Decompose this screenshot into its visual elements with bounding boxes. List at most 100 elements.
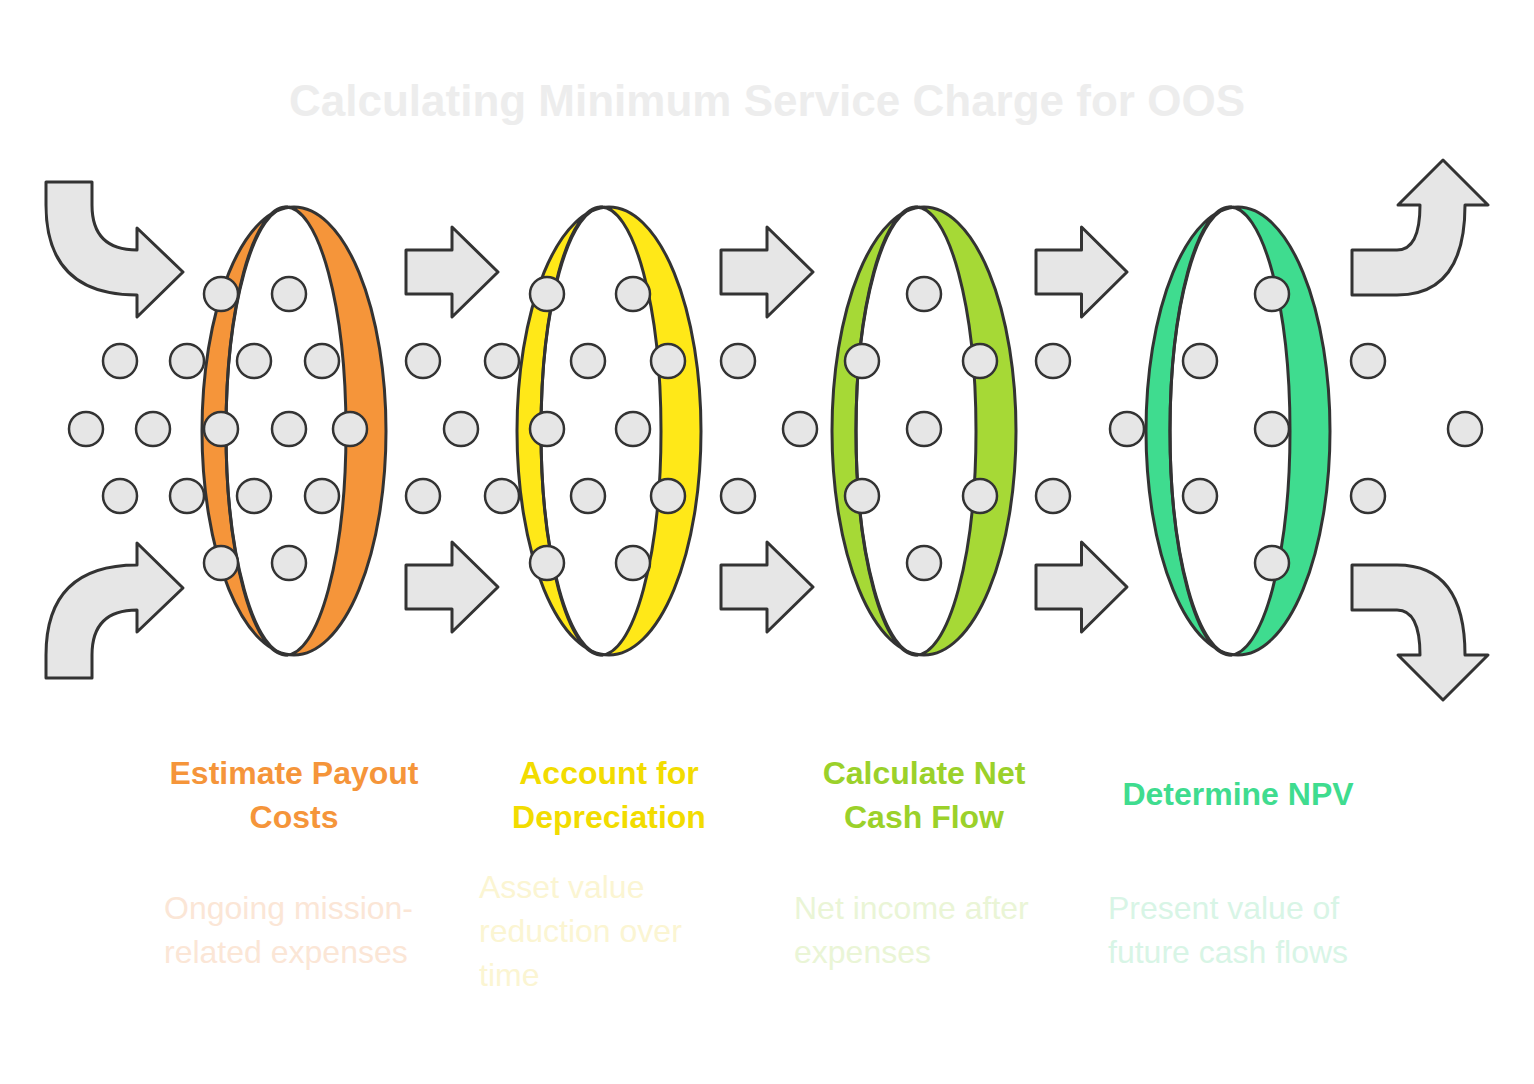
flow-dot: [237, 479, 271, 513]
flow-dot: [907, 277, 941, 311]
step-heading: Account for Depreciation: [474, 751, 744, 839]
curved-arrow: [46, 543, 183, 678]
flow-dot: [406, 479, 440, 513]
flow-dot: [1036, 479, 1070, 513]
block-arrow: [1036, 227, 1127, 317]
flow-dot: [406, 344, 440, 378]
flow-dot: [963, 344, 997, 378]
flow-dot: [616, 546, 650, 580]
step-description: Asset value reduction over time: [479, 865, 749, 997]
flow-dot: [1255, 412, 1289, 446]
step-description-box: Present value of future cash flows: [1108, 863, 1378, 997]
process-ring: Determine NPV Present value of future cas…: [1088, 205, 1388, 997]
ring-outline: [1144, 205, 1332, 657]
ring-rim: [1170, 207, 1232, 655]
flow-dot: [1183, 479, 1217, 513]
step-description: Net income after expenses: [794, 886, 1064, 974]
flow-dot: [721, 344, 755, 378]
step-description: Present value of future cash flows: [1108, 886, 1378, 974]
flow-dot: [721, 479, 755, 513]
flow-dot: [530, 546, 564, 580]
step-description-box: Net income after expenses: [794, 863, 1064, 997]
flow-dot: [204, 412, 238, 446]
flow-dot: [485, 344, 519, 378]
ring-band: [832, 207, 1016, 655]
flow-dot: [651, 344, 685, 378]
process-ring: Calculate Net Cash FlowNet income after …: [774, 205, 1074, 997]
flow-dot: [204, 546, 238, 580]
ring-band: [1146, 207, 1330, 655]
flow-dot: [1255, 277, 1289, 311]
flow-dot: [444, 412, 478, 446]
flow-dot: [1448, 412, 1482, 446]
flow-dot: [845, 344, 879, 378]
ring-rim: [541, 207, 603, 655]
curved-arrow: [46, 182, 183, 317]
block-arrow: [406, 542, 498, 632]
flow-dot: [571, 344, 605, 378]
flow-dot: [103, 344, 137, 378]
ring-outline: [515, 205, 703, 657]
flow-connector: [1036, 227, 1127, 632]
flow-connector: [721, 227, 813, 632]
step-heading-box: Determine NPV: [1088, 749, 1388, 839]
step-heading-box: Account for Depreciation: [459, 749, 759, 841]
flow-dot: [571, 479, 605, 513]
diagram-title: Calculating Minimum Service Charge for O…: [0, 76, 1534, 126]
flow-dot: [907, 412, 941, 446]
ring-outline: [830, 205, 1018, 657]
flow-connector: [406, 227, 498, 632]
flow-dot: [333, 412, 367, 446]
flow-dot: [530, 277, 564, 311]
flow-dot: [530, 412, 564, 446]
step-description: Ongoing mission-related expenses: [164, 886, 434, 974]
step-heading: Estimate Payout Costs: [159, 751, 429, 839]
flow-dot: [485, 479, 519, 513]
flow-dot: [1255, 546, 1289, 580]
curved-arrow: [1352, 565, 1488, 700]
ring-band: [517, 207, 701, 655]
flow-dot: [272, 546, 306, 580]
step-heading-box: Calculate Net Cash Flow: [774, 749, 1074, 841]
flow-dot: [1351, 344, 1385, 378]
flow-dot: [616, 412, 650, 446]
ring-band: [202, 207, 386, 655]
flow-dot: [305, 344, 339, 378]
flow-dot: [845, 479, 879, 513]
flow-dot: [103, 479, 137, 513]
flow-dot: [136, 412, 170, 446]
flow-dot: [1351, 479, 1385, 513]
step-description-box: Asset value reduction over time: [479, 863, 749, 999]
block-arrow: [721, 227, 813, 317]
flow-dot: [963, 479, 997, 513]
block-arrow: [721, 542, 813, 632]
step-heading: Determine NPV: [1103, 772, 1373, 816]
flow-dot: [272, 277, 306, 311]
block-arrow: [406, 227, 498, 317]
step-description-box: Ongoing mission-related expenses: [164, 863, 434, 997]
curved-arrow: [1352, 160, 1488, 295]
flow-dot: [1036, 344, 1070, 378]
flow-dot: [69, 412, 103, 446]
flow-dot: [272, 412, 306, 446]
flow-dot: [170, 479, 204, 513]
flow-dot: [237, 344, 271, 378]
ring-outline: [200, 205, 388, 657]
process-ring: Account for DepreciationAsset value redu…: [459, 205, 759, 999]
flow-dot: [305, 479, 339, 513]
flow-dot: [170, 344, 204, 378]
flow-dot: [1183, 344, 1217, 378]
flow-dot: [783, 412, 817, 446]
block-arrow: [1036, 542, 1127, 632]
process-ring: Estimate Payout CostsOngoing mission-rel…: [144, 205, 444, 997]
flow-dot: [907, 546, 941, 580]
step-heading: Calculate Net Cash Flow: [789, 751, 1059, 839]
ring-rim: [226, 207, 288, 655]
flow-dot: [204, 277, 238, 311]
ring-rim: [856, 207, 918, 655]
flow-dot: [1110, 412, 1144, 446]
step-heading-box: Estimate Payout Costs: [144, 749, 444, 841]
